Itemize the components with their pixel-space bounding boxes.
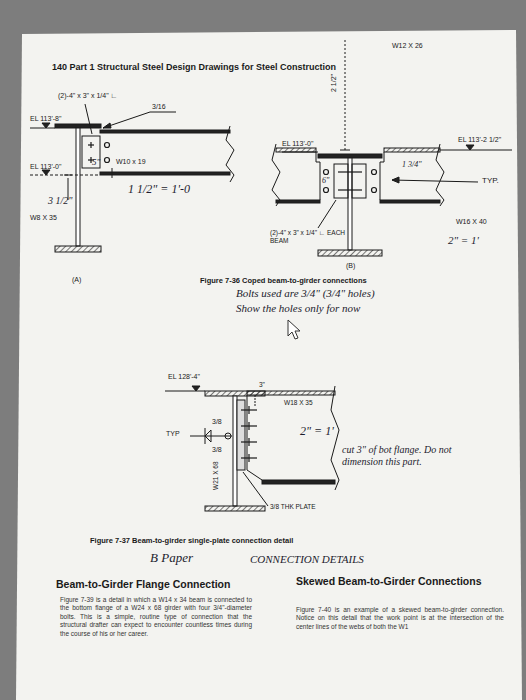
dimension: 6" (322, 176, 329, 186)
dimension: 2 1/2" (330, 74, 338, 92)
weld-size: 3/8 (212, 418, 222, 426)
dimension: 1 3/4" (402, 160, 422, 170)
figure-caption: Figure 7-37 Beam-to-girder single-plate … (90, 536, 293, 545)
typical-note: TYP (166, 430, 180, 438)
angle-callout: (2)-4" x 3" x 1/4" ∟ (58, 92, 117, 100)
member-size: W8 X 35 (30, 214, 57, 222)
page-header: 140 Part 1 Structural Steel Design Drawi… (52, 62, 336, 73)
plate-callout: 3/8 THK PLATE (270, 503, 316, 511)
scale-note: 2" = 1' (300, 424, 334, 438)
detail-a (30, 104, 234, 252)
handwritten-note: Bolts used are 3/4" (3/4" holes) (236, 287, 375, 300)
body-text: Figure 7-39 is a detail in which a W14 x… (60, 596, 252, 638)
body-text: Figure 7-40 is an example of a skewed be… (296, 606, 504, 631)
book-page (16, 30, 522, 700)
elevation: EL 113'-8" (30, 115, 61, 123)
handwritten-note: B Paper (150, 550, 193, 566)
member-size: W10 x 19 (116, 158, 146, 166)
view-label: (A) (72, 276, 81, 284)
dimension: 3" (259, 381, 265, 389)
handwritten-note: cut 3" of bot flange. Do not dimension t… (342, 444, 482, 468)
scale-note: 2" = 1' (448, 234, 479, 247)
member-size: W18 X 35 (284, 399, 313, 407)
angle-callout: (2)-4" x 3" x 1/4" ∟ EACH BEAM (270, 229, 360, 245)
dimension: 3 1/2" (48, 195, 72, 207)
mouse-cursor (288, 320, 300, 339)
detail-c (165, 386, 339, 511)
view-label: (B) (346, 262, 355, 270)
member-size: W12 X 26 (392, 42, 423, 50)
member-size: W16 X 40 (456, 218, 487, 226)
handwritten-note: Show the holes only for now (236, 302, 360, 315)
handwritten-note: CONNECTION DETAILS (250, 553, 364, 566)
weld-size: 3/8 (212, 446, 222, 454)
elevation: EL 128'-4" (168, 373, 200, 381)
section-heading: Beam-to-Girder Flange Connection (56, 578, 230, 591)
member-size: W21 X 68 (212, 461, 220, 490)
dimension: 5" (92, 157, 100, 168)
detail-b (272, 40, 512, 256)
figure-caption: Figure 7-36 Coped beam-to-girder connect… (200, 276, 367, 285)
elevation: EL 113'-0" (30, 163, 61, 171)
weld-size: 3/16 (152, 103, 166, 111)
elevation: EL 113'-0" (282, 140, 313, 148)
section-heading: Skewed Beam-to-Girder Connections (296, 575, 501, 588)
elevation: EL 113'-2 1/2" (458, 136, 501, 144)
scale-note: 1 1/2" = 1'-0 (128, 182, 190, 196)
typical-note: TYP. (482, 176, 499, 186)
